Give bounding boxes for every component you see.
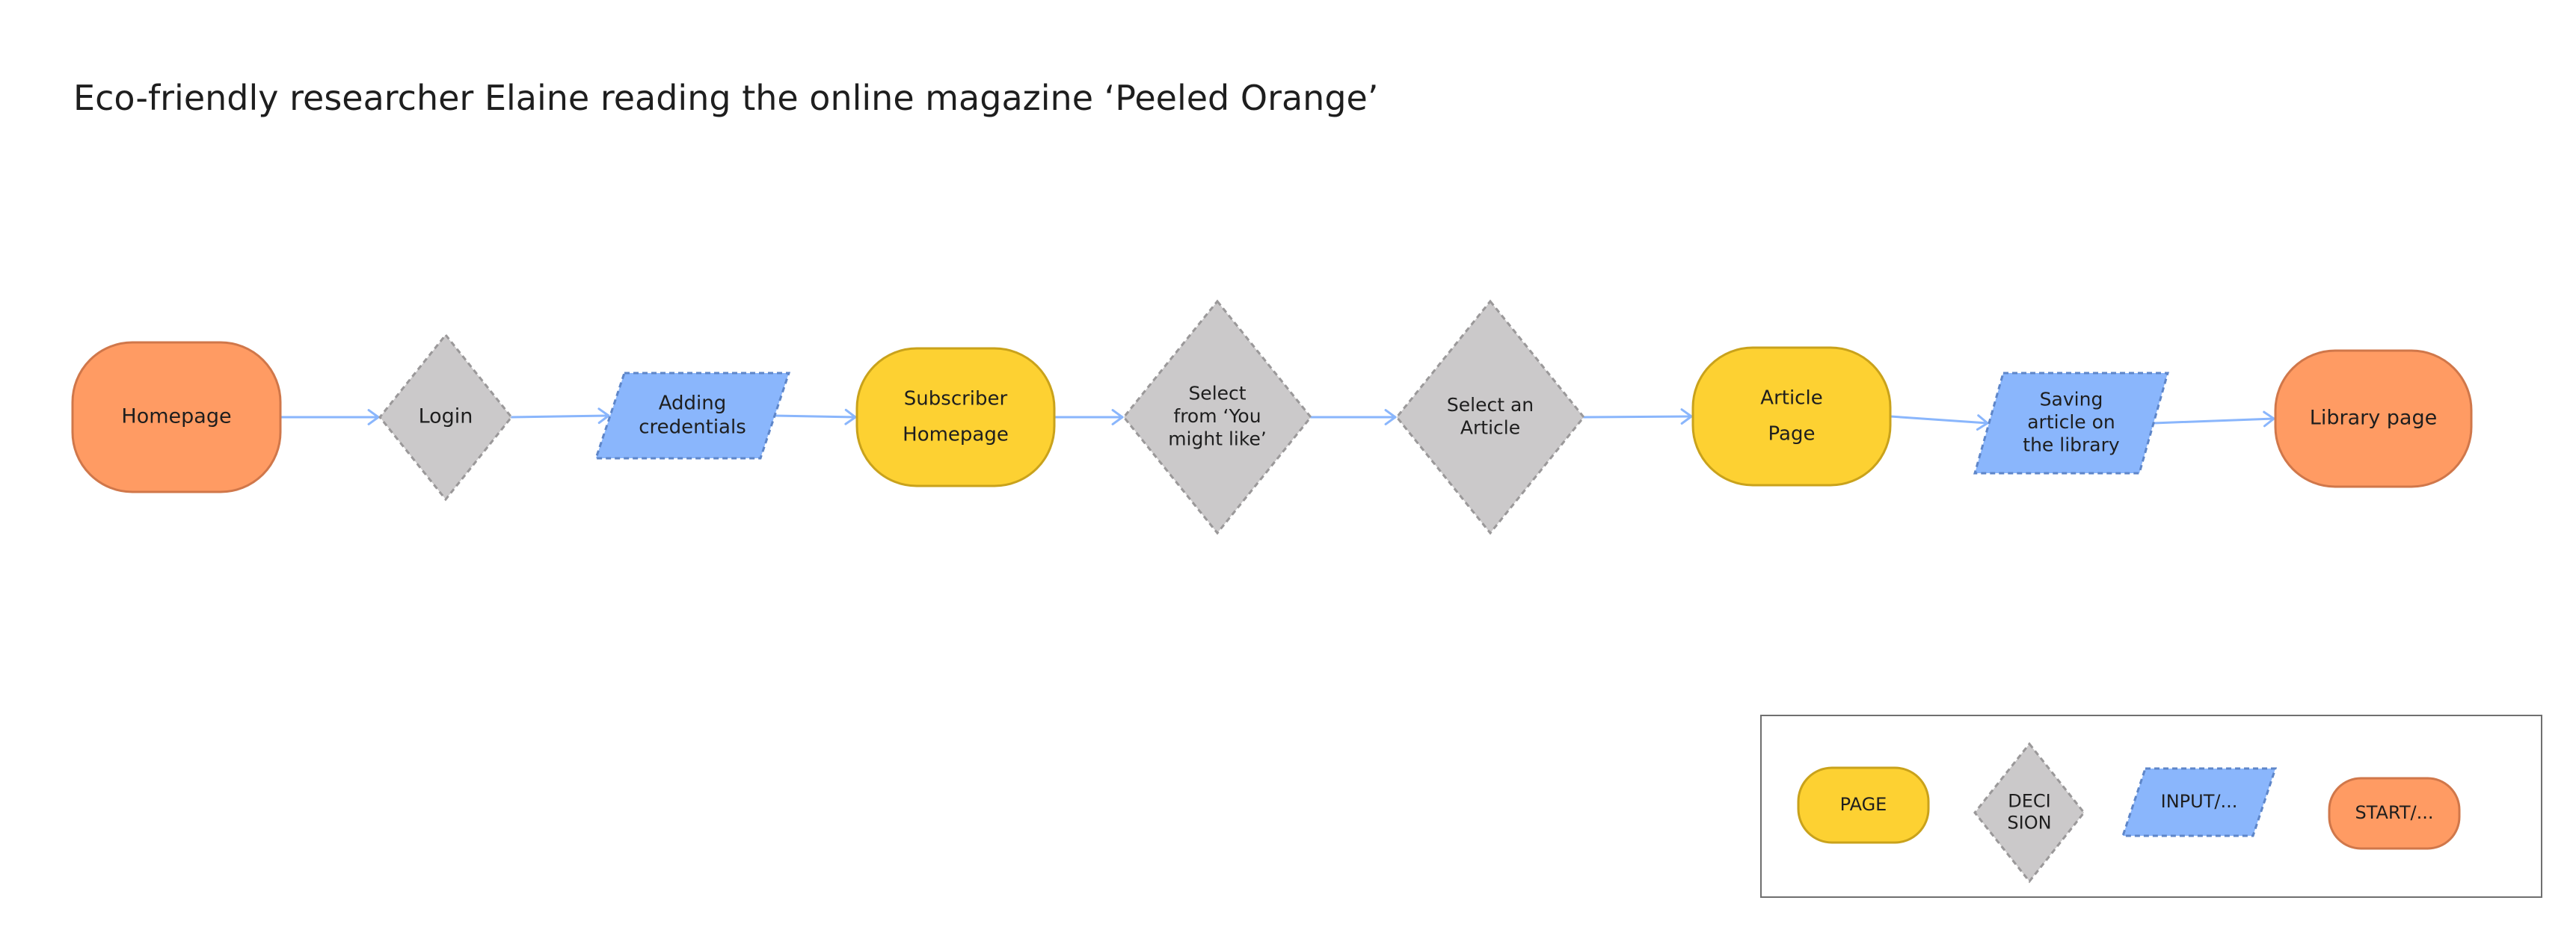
legend-item-start-shape bbox=[2328, 777, 2461, 850]
node-homepage-shape bbox=[71, 341, 282, 493]
arrowhead-icon bbox=[1111, 409, 1124, 425]
node-adding-credentials-shape bbox=[594, 372, 791, 460]
node-homepage-label-line: Homepage bbox=[121, 405, 231, 428]
legend-item-start-label-line: START/... bbox=[2355, 802, 2433, 823]
connector-article-page-to-saving-article bbox=[1889, 414, 1989, 431]
node-library-page-shape bbox=[2274, 349, 2473, 488]
legend-item-decision-label-line: SION bbox=[2007, 813, 2051, 834]
arrowhead-icon bbox=[1384, 409, 1397, 425]
connector-select-you-might-like-to-select-article bbox=[1309, 409, 1397, 425]
node-select-article-label-line: Article bbox=[1460, 416, 1520, 438]
arrowhead-icon bbox=[2263, 410, 2275, 428]
connector-adding-credentials-to-subscriber-homepage bbox=[773, 408, 857, 425]
arrowhead-icon bbox=[844, 408, 857, 425]
legend-item-decision-shape bbox=[1973, 742, 2085, 884]
node-homepage: Homepage bbox=[71, 341, 282, 493]
arrowhead-icon bbox=[367, 409, 380, 425]
node-adding-credentials-label-line: Adding bbox=[659, 392, 727, 415]
arrowhead-icon bbox=[1680, 408, 1693, 425]
node-login-shape bbox=[378, 333, 513, 502]
arrowhead-icon bbox=[1976, 414, 1989, 431]
connector-homepage-to-login bbox=[279, 409, 380, 425]
node-subscriber-homepage-shape bbox=[855, 347, 1056, 487]
node-select-article-shape bbox=[1395, 299, 1585, 535]
node-library-page: Library page bbox=[2274, 349, 2473, 488]
legend-item-start: START/... bbox=[2328, 777, 2461, 850]
legend-item-input: INPUT/... bbox=[2121, 767, 2278, 837]
connector-line bbox=[1582, 415, 1693, 419]
connector-login-to-adding-credentials bbox=[510, 407, 610, 425]
connector-line bbox=[2152, 417, 2275, 425]
connector-saving-article-to-library-page bbox=[2152, 410, 2275, 428]
node-saving-article-label-line: the library bbox=[2023, 434, 2120, 456]
node-saving-article-shape bbox=[1973, 372, 2169, 475]
connector-select-article-to-article-page bbox=[1582, 408, 1693, 425]
diagram-title: Eco-friendly researcher Elaine reading t… bbox=[73, 78, 1379, 118]
node-login-label-line: Login bbox=[419, 405, 473, 428]
connector-line bbox=[773, 414, 857, 419]
node-saving-article-label-line: article on bbox=[2027, 411, 2115, 433]
node-select-you-might-like-label-line: Select bbox=[1188, 383, 1246, 404]
legend-item-input-shape bbox=[2121, 767, 2278, 837]
arrowhead-icon bbox=[597, 407, 610, 425]
node-library-page-label-line: Library page bbox=[2310, 407, 2437, 430]
legend-item-decision-label-line: DECI bbox=[2008, 790, 2050, 811]
legend-item-page-shape bbox=[1797, 766, 1930, 844]
legend-item-page-label-line: PAGE bbox=[1840, 794, 1887, 815]
node-subscriber-homepage-label-line: Homepage bbox=[903, 424, 1009, 446]
node-article-page-label-line: Article bbox=[1760, 387, 1822, 410]
node-article-page-label-line: Page bbox=[1768, 423, 1816, 446]
node-select-you-might-like-label-line: from ‘You bbox=[1173, 405, 1261, 427]
connector-subscriber-homepage-to-select-you-might-like bbox=[1053, 409, 1124, 425]
node-subscriber-homepage-label-line: Subscriber bbox=[904, 388, 1008, 410]
node-select-you-might-like-label-line: might like’ bbox=[1168, 428, 1267, 450]
connectors bbox=[279, 407, 2275, 431]
node-login: Login bbox=[378, 333, 513, 502]
connector-line bbox=[1889, 415, 1989, 425]
node-select-you-might-like-shape bbox=[1122, 299, 1312, 535]
legend-item-page: PAGE bbox=[1797, 766, 1930, 844]
node-saving-article-label-line: Saving bbox=[2040, 389, 2103, 410]
node-article-page-shape bbox=[1691, 346, 1892, 487]
legend-item-input-label-line: INPUT/... bbox=[2161, 791, 2238, 812]
node-adding-credentials-label-line: credentials bbox=[639, 416, 746, 438]
connector-line bbox=[510, 414, 610, 419]
node-select-article-label-line: Select an bbox=[1447, 394, 1534, 416]
